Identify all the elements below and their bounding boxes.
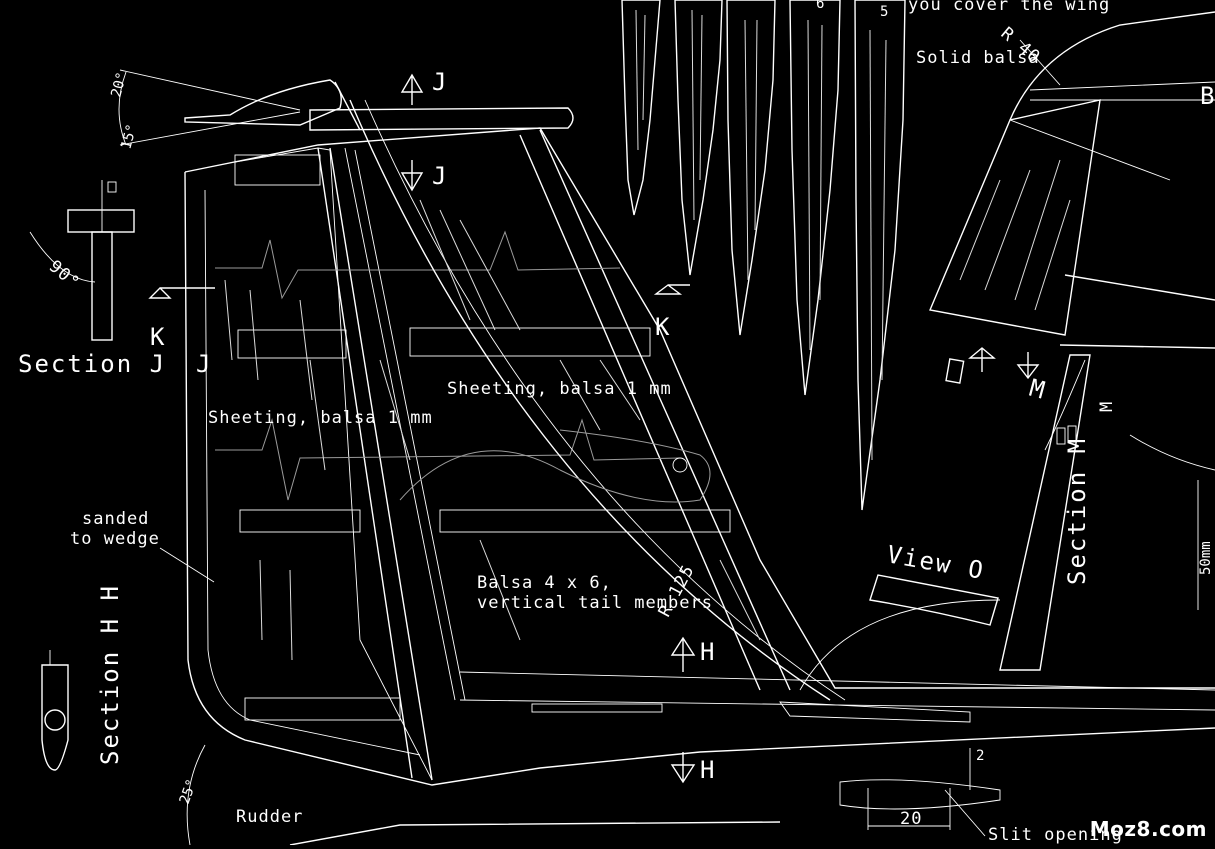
label-sanded-1: sanded <box>82 509 149 529</box>
rib-label-6: 6 <box>816 0 824 12</box>
rib-label-5: 5 <box>880 4 888 20</box>
label-slit-opening: Slit opening <box>988 825 1123 845</box>
angle-20: 20° <box>108 70 130 99</box>
annotation-labels: Sheeting, balsa 1 mm Sheeting, balsa 1 m… <box>70 379 1123 846</box>
marker-j-small: J <box>196 350 212 378</box>
label-section-h: Section H H <box>96 584 124 765</box>
angle-90: 90° <box>45 257 84 294</box>
marker-j-bottom: J <box>432 162 448 190</box>
label-view-o: View O <box>885 540 987 585</box>
label-sheeting-left: Sheeting, balsa 1 mm <box>208 408 433 428</box>
marker-h-top: H <box>700 638 716 666</box>
label-m-side: M <box>1097 401 1117 412</box>
label-section-m: Section M <box>1063 437 1091 585</box>
label-sheeting-right: Sheeting, balsa 1 mm <box>447 379 672 399</box>
marker-h-bottom: H <box>700 756 716 784</box>
angle-15: 15° <box>118 122 140 151</box>
label-section-j: Section J <box>18 350 166 378</box>
dim-50mm: 50mm <box>1198 541 1214 575</box>
watermark-logo: Moz8.com <box>1089 817 1207 841</box>
dim-2: 2 <box>976 748 984 764</box>
marker-m-arrow: M <box>1026 374 1049 405</box>
wing-fairing: B you cover the wing Solid balsa R 40 <box>908 0 1215 349</box>
marker-j-top: J <box>432 68 448 96</box>
label-solid-balsa: Solid balsa <box>916 48 1040 68</box>
label-rudder: Rudder <box>236 807 303 827</box>
section-h-detail: Section H H <box>41 584 124 771</box>
label-members-1: Balsa 4 x 6, <box>477 573 612 593</box>
section-m-strip: Section M M 50mm <box>999 354 1215 671</box>
fin-structure <box>184 79 1215 786</box>
dim-20: 20 <box>900 809 922 829</box>
tapered-ribs: 6 5 <box>621 0 906 511</box>
label-members-2: vertical tail members <box>477 593 713 613</box>
marker-k-left: K <box>150 323 166 351</box>
section-markers: J J K K H H O M <box>148 68 1050 784</box>
angle-25: 25° <box>177 777 201 806</box>
label-cover-wing: you cover the wing <box>908 0 1110 15</box>
marker-k-right: K <box>655 313 671 341</box>
section-j-detail: 90° Section J J 20° 15° <box>18 69 301 378</box>
label-b: B <box>1200 82 1215 110</box>
label-sanded-2: to wedge <box>70 529 160 549</box>
